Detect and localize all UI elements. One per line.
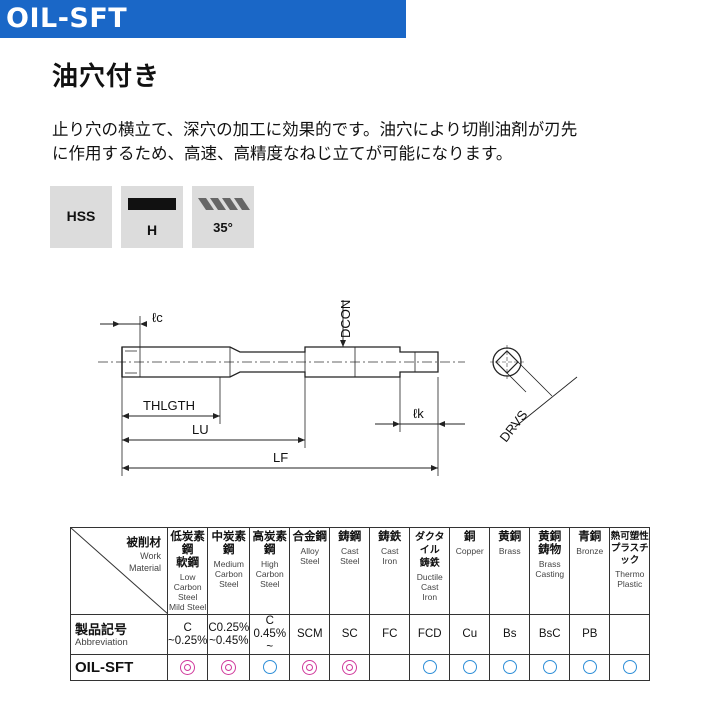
spec-badge-label: H <box>146 222 158 238</box>
suitability-cell <box>609 654 651 681</box>
suitability-cell <box>207 654 251 681</box>
abbreviation-cell: SCM <box>289 614 331 655</box>
suitability-mark-icon <box>262 660 277 675</box>
product-code: OIL-SFT <box>70 654 168 681</box>
suitability-cell <box>409 654 451 681</box>
product-description: 止り穴の横立て、深穴の加工に効果的です。油穴により切削油剤が刃先 に作用するため… <box>52 120 578 163</box>
diagonal-divider <box>71 528 168 614</box>
spec-badge-coating: H <box>121 186 183 248</box>
abbreviation-cell: C~0.25% <box>166 614 209 655</box>
spec-badge-label: 35° <box>213 220 233 235</box>
abbreviation-cell: FCD <box>409 614 451 655</box>
abbreviation-cell: SC <box>329 614 371 655</box>
lu-label: LU <box>192 422 209 437</box>
suitability-cell <box>329 654 371 681</box>
suitability-mark-icon <box>422 660 437 675</box>
dcon-label: DCON <box>338 300 353 338</box>
product-row: OIL-SFT <box>70 654 651 681</box>
spec-badge-label: HSS <box>66 208 96 224</box>
lc-label: ℓc <box>152 310 163 325</box>
suitability-mark-icon <box>180 659 196 675</box>
abbreviation-cell <box>609 614 651 655</box>
suitability-mark-icon <box>502 660 517 675</box>
suitability-mark-icon <box>221 659 237 675</box>
series-title: OIL-SFT <box>6 3 128 34</box>
abbreviation-cell: Bs <box>489 614 531 655</box>
lk-label: ℓk <box>413 406 424 421</box>
suitability-mark-icon <box>542 660 557 675</box>
lf-label: LF <box>273 450 288 465</box>
series-title-bar: OIL-SFT <box>0 0 406 38</box>
suitability-mark-icon <box>342 659 358 675</box>
abbreviation-label-cell: 製品記号 Abbreviation <box>70 614 168 655</box>
thlgth-label: THLGTH <box>143 398 195 413</box>
spec-badge-material: HSS <box>50 186 112 248</box>
abbreviation-cell: Cu <box>449 614 491 655</box>
spec-badge-helix: 35° <box>192 186 254 248</box>
suitability-cell <box>529 654 571 681</box>
spiral-flute-icon <box>198 198 250 210</box>
suitability-cell <box>489 654 531 681</box>
page-heading: 油穴付き <box>52 62 161 92</box>
suitability-cell <box>449 654 491 681</box>
suitability-cell <box>289 654 331 681</box>
table-corner-cell: 被削材 Work Material <box>70 527 168 615</box>
suitability-cell <box>369 654 411 681</box>
suitability-cell <box>166 654 209 681</box>
suitability-cell <box>249 654 291 681</box>
abbreviation-cell: PB <box>569 614 611 655</box>
abbreviation-cell: BsC <box>529 614 571 655</box>
drvs-label: DRVS <box>497 407 531 445</box>
work-material-en: Work Material <box>128 551 161 573</box>
suitability-mark-icon <box>462 660 477 675</box>
suitability-mark-icon <box>622 660 637 675</box>
suitability-mark-icon <box>302 659 318 675</box>
work-material-jp: 被削材 <box>126 537 162 549</box>
abbreviation-cell: C0.25%~0.45% <box>207 614 251 655</box>
suitability-cell <box>569 654 611 681</box>
abbreviation-row: 製品記号 Abbreviation C~0.25% C0.25%~0.45% C… <box>70 614 651 655</box>
coating-bar-icon <box>128 198 176 210</box>
suitability-mark-icon <box>582 660 597 675</box>
abbreviation-cell: FC <box>369 614 411 655</box>
